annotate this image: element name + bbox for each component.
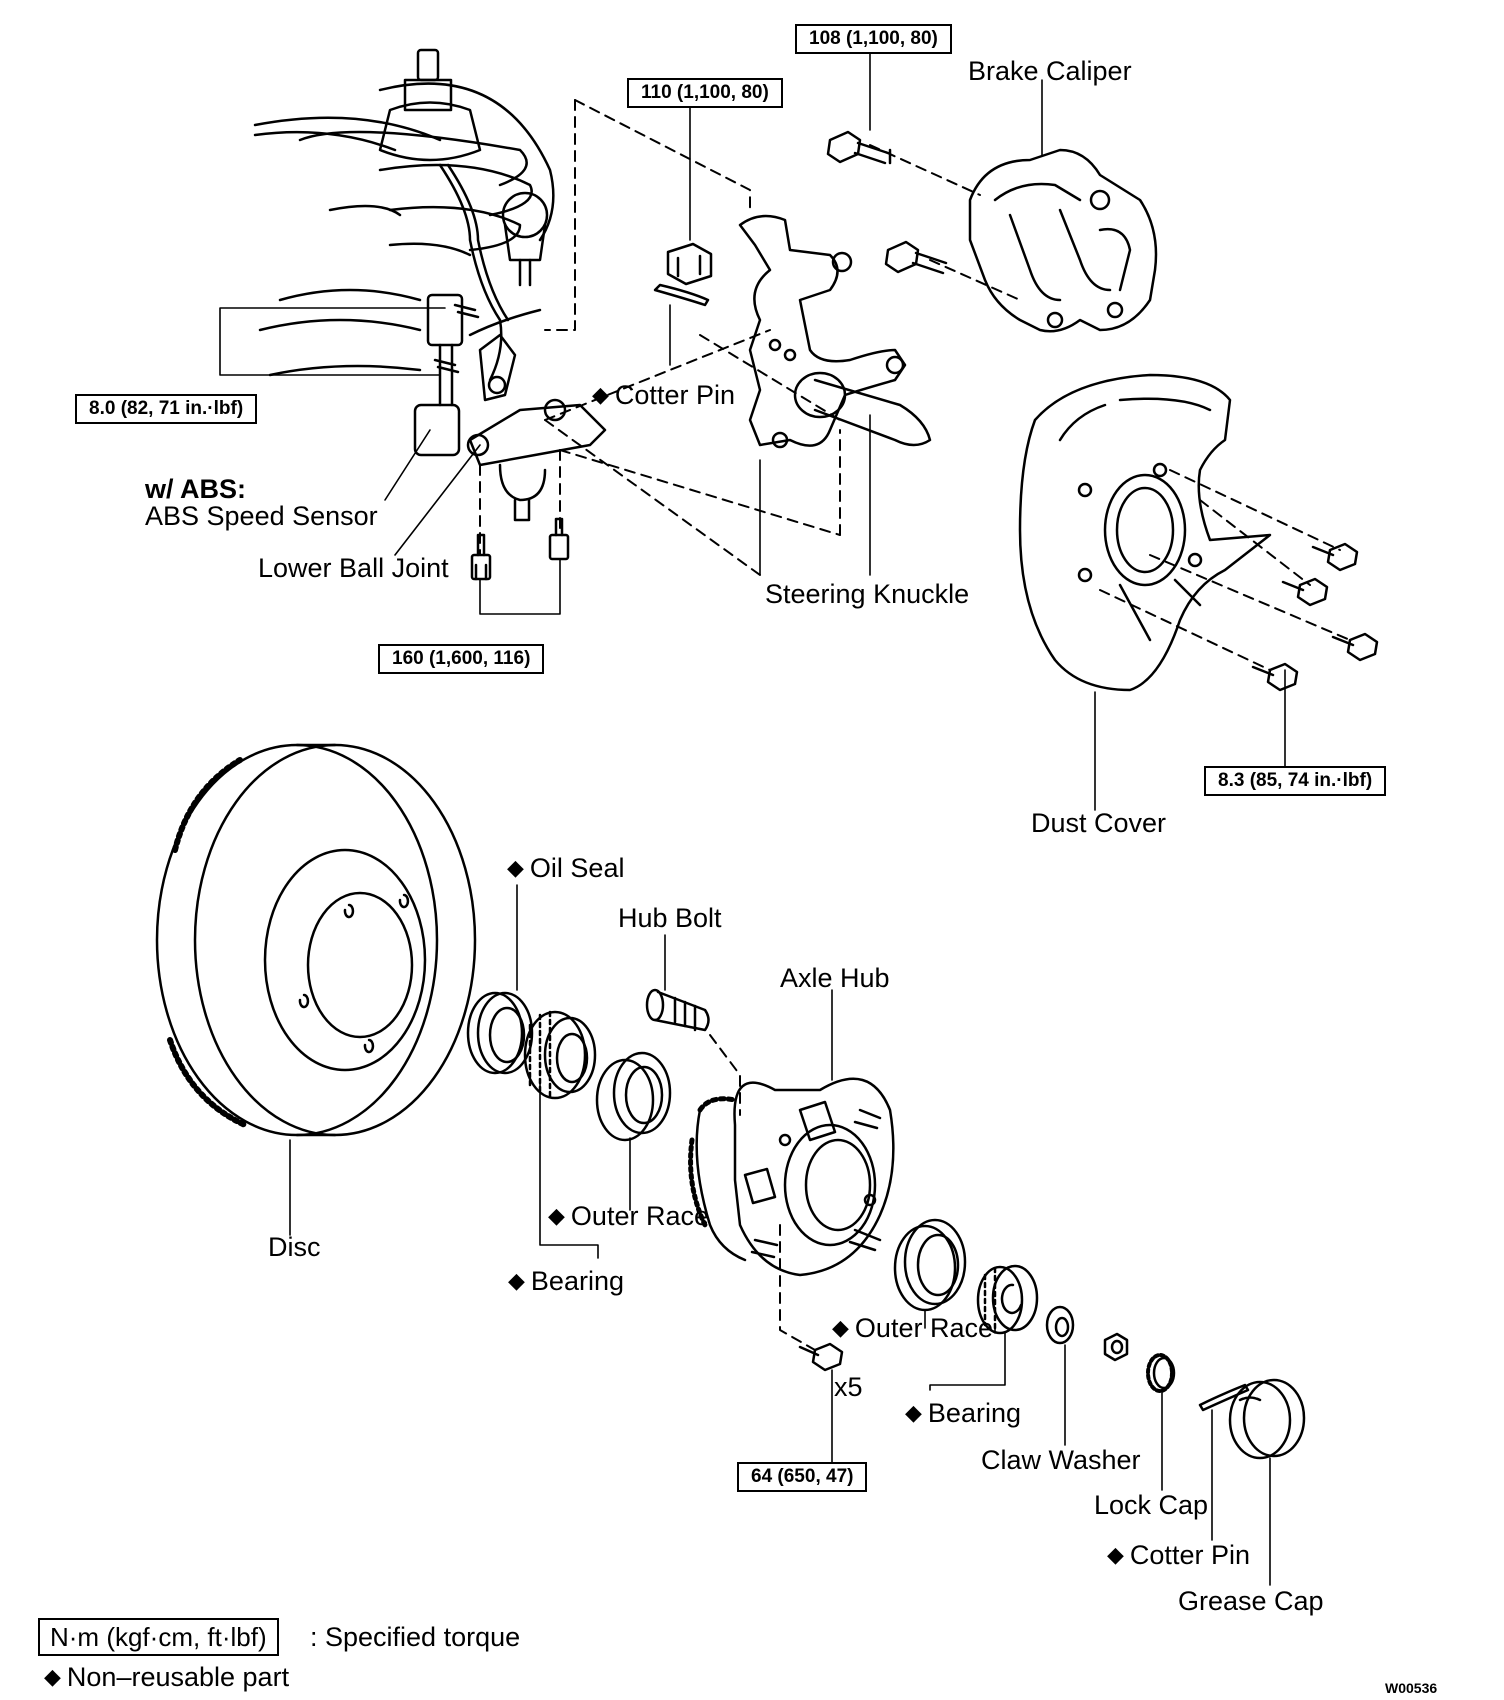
figure-code: W00536 bbox=[1385, 1680, 1438, 1696]
oil-seal-part bbox=[466, 991, 534, 1075]
label-steering-knuckle: Steering Knuckle bbox=[765, 579, 970, 609]
hub-bolt-part bbox=[645, 988, 710, 1032]
label-disc: Disc bbox=[268, 1232, 321, 1262]
bearing-1-text: Bearing bbox=[530, 1266, 624, 1296]
label-abs-title: w/ ABS: bbox=[145, 474, 246, 504]
label-cotter-pin-lower: ◆Cotter Pin bbox=[1107, 1540, 1250, 1572]
nonreusable-diamond-icon: ◆ bbox=[44, 1664, 61, 1689]
axle-hub-part bbox=[688, 1077, 895, 1277]
label-dust-cover: Dust Cover bbox=[1031, 808, 1167, 838]
outer-bearing-part bbox=[976, 1264, 1039, 1335]
nonreusable-diamond-icon: ◆ bbox=[905, 1400, 922, 1425]
label-lower-ball-joint: Lower Ball Joint bbox=[258, 553, 449, 583]
outer-race-part-2 bbox=[893, 1218, 967, 1312]
nonreusable-diamond-icon: ◆ bbox=[508, 1268, 525, 1293]
label-lock-cap: Lock Cap bbox=[1094, 1490, 1209, 1520]
leader-lines-upper bbox=[219, 49, 1286, 811]
hub-small-parts bbox=[1045, 1305, 1306, 1460]
label-oil-seal: ◆Oil Seal bbox=[507, 853, 624, 885]
label-abs-speed-sensor: ABS Speed Sensor bbox=[145, 501, 378, 531]
oil-seal-text: Oil Seal bbox=[529, 853, 625, 883]
dust-cover-part bbox=[1018, 373, 1272, 692]
nonreusable-diamond-icon: ◆ bbox=[507, 855, 524, 880]
nonreusable-diamond-icon: ◆ bbox=[832, 1315, 849, 1340]
knuckle-nut bbox=[653, 242, 713, 307]
label-x5: x5 bbox=[834, 1372, 863, 1402]
label-axle-hub: Axle Hub bbox=[780, 963, 890, 993]
torque-abs-sensor: 8.0 (82, 71 in.·lbf) bbox=[75, 394, 258, 424]
cotter-pin-upper-text: Cotter Pin bbox=[614, 380, 735, 410]
outer-race-1-text: Outer Race bbox=[570, 1201, 709, 1231]
legend-torque-box: N·m (kgf·cm, ft·lbf) bbox=[38, 1618, 279, 1656]
torque-hub-to-knuckle: 64 (650, 47) bbox=[737, 1462, 868, 1492]
label-outer-race-1: ◆Outer Race bbox=[548, 1201, 709, 1233]
label-hub-bolt: Hub Bolt bbox=[618, 903, 722, 933]
legend-nonreusable: ◆Non–reusable part bbox=[44, 1662, 289, 1694]
cotter-pin-lower-text: Cotter Pin bbox=[1129, 1540, 1250, 1570]
bearing-2-text: Bearing bbox=[927, 1398, 1021, 1428]
legend-nonreusable-text: Non–reusable part bbox=[66, 1662, 290, 1692]
alignment-lines-upper bbox=[479, 99, 1351, 671]
legend-torque-desc: : Specified torque bbox=[310, 1622, 521, 1652]
label-grease-cap: Grease Cap bbox=[1178, 1586, 1324, 1616]
caliper-bolts bbox=[826, 130, 948, 275]
ball-joint-bolts bbox=[470, 517, 570, 581]
torque-dust-cover: 8.3 (85, 74 in.·lbf) bbox=[1204, 766, 1387, 796]
torque-knuckle-nut: 110 (1,100, 80) bbox=[627, 78, 783, 108]
torque-caliper: 108 (1,100, 80) bbox=[795, 24, 952, 54]
label-outer-race-2: ◆Outer Race bbox=[832, 1313, 993, 1345]
steering-knuckle-part bbox=[738, 214, 932, 449]
nonreusable-diamond-icon: ◆ bbox=[1107, 1542, 1124, 1567]
outer-race-part-1 bbox=[595, 1051, 672, 1142]
leader-lines-lower bbox=[289, 884, 1271, 1586]
nonreusable-diamond-icon: ◆ bbox=[548, 1203, 565, 1228]
lower-ball-joint-part bbox=[466, 398, 607, 522]
alignment-lines-lower bbox=[709, 1034, 816, 1351]
brake-caliper-part bbox=[968, 148, 1158, 333]
inner-bearing-part bbox=[523, 1010, 597, 1100]
label-bearing-1: ◆Bearing bbox=[508, 1266, 624, 1298]
hub-mount-bolt bbox=[798, 1342, 844, 1372]
torque-lower-ball-joint: 160 (1,600, 116) bbox=[378, 644, 545, 674]
label-claw-washer: Claw Washer bbox=[981, 1445, 1141, 1475]
nonreusable-diamond-icon: ◆ bbox=[592, 382, 609, 407]
strut-assembly bbox=[253, 48, 555, 457]
outer-race-2-text: Outer Race bbox=[854, 1313, 993, 1343]
dust-cover-bolts bbox=[1251, 542, 1379, 692]
label-brake-caliper: Brake Caliper bbox=[968, 56, 1132, 86]
label-cotter-pin-upper: ◆Cotter Pin bbox=[592, 380, 735, 412]
label-bearing-2: ◆Bearing bbox=[905, 1398, 1021, 1430]
brake-disc-part bbox=[155, 743, 477, 1137]
